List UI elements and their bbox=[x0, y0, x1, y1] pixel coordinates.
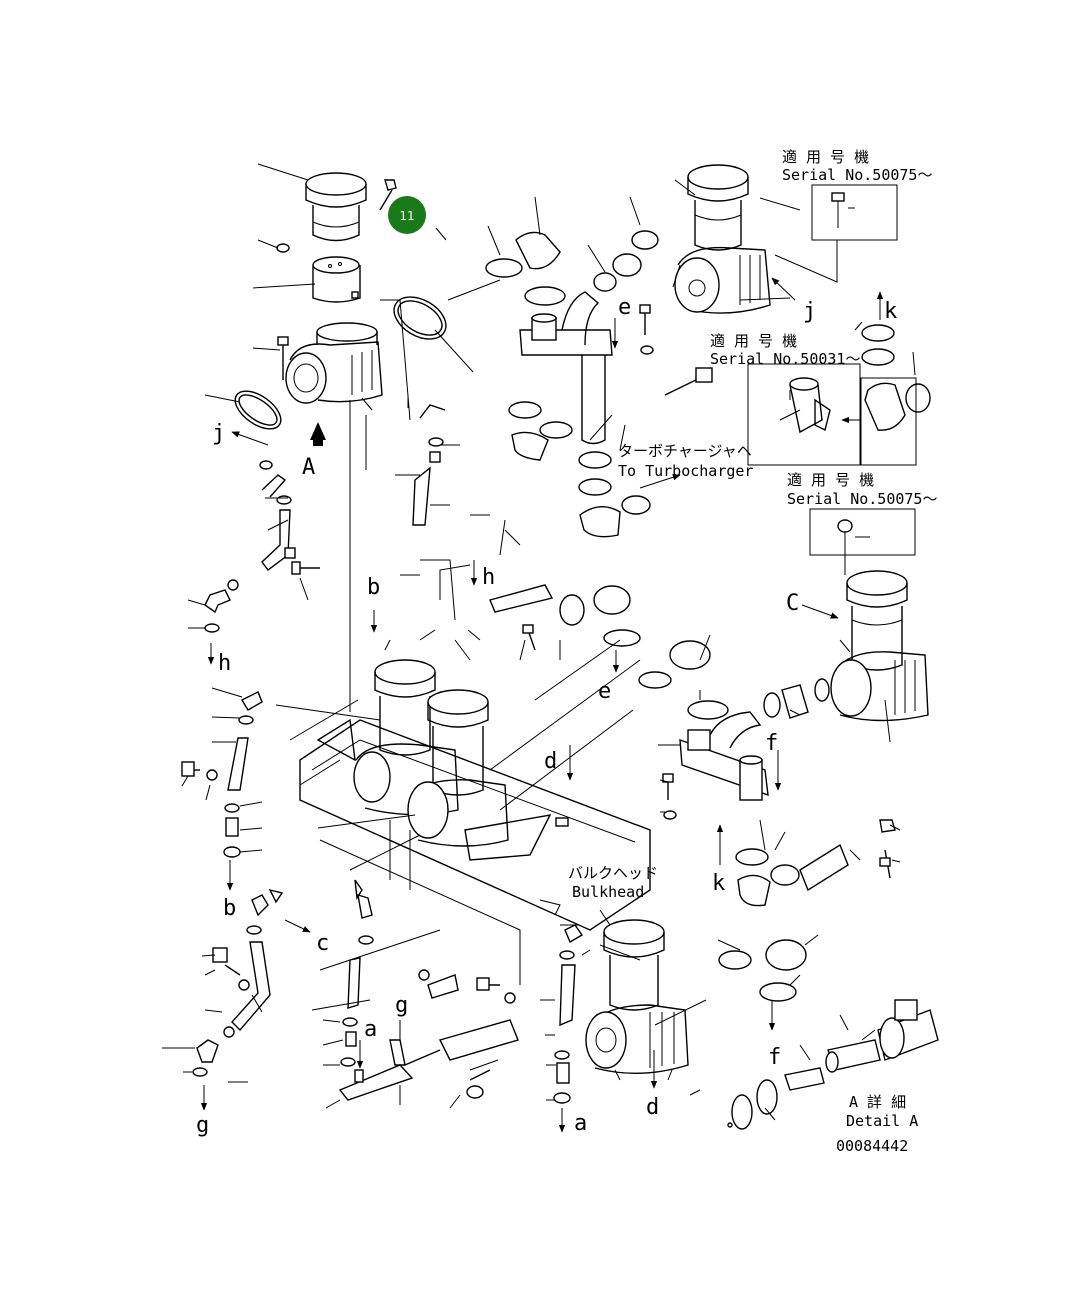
label-a-low: a bbox=[574, 1111, 587, 1136]
serial-note-1-jp: 適 用 号 機 bbox=[782, 148, 869, 166]
label-g-mid: g bbox=[395, 993, 408, 1018]
label-g-low: g bbox=[196, 1113, 209, 1138]
serial-note-3-jp: 適 用 号 機 bbox=[787, 471, 874, 489]
label-h-left: h bbox=[218, 651, 231, 676]
flow-arrows bbox=[200, 277, 884, 1133]
intake-parts-lower-right bbox=[489, 584, 896, 907]
label-a-mid: a bbox=[364, 1017, 377, 1042]
detail-note-en: Detail A bbox=[846, 1112, 918, 1130]
leader-lines bbox=[162, 163, 901, 1121]
label-j-right: j bbox=[803, 299, 816, 324]
serial-note-3-en: Serial No.50075～ bbox=[787, 490, 937, 508]
label-c: c bbox=[316, 931, 329, 956]
serial-box-2 bbox=[747, 363, 861, 466]
label-b-low: b bbox=[223, 896, 236, 921]
serial-box-3 bbox=[854, 321, 931, 466]
label-A: A bbox=[302, 455, 315, 480]
label-e-mid: e bbox=[598, 679, 611, 704]
air-cleaner-top-right bbox=[674, 164, 771, 314]
serial-box-1 bbox=[774, 184, 898, 283]
label-f-low: f bbox=[768, 1045, 781, 1070]
bulkhead-note-jp: バルクヘッド bbox=[568, 864, 658, 882]
label-C: C bbox=[786, 591, 799, 616]
label-d-low: d bbox=[646, 1095, 659, 1120]
serial-box-4 bbox=[809, 508, 916, 575]
callout-number: 11 bbox=[399, 209, 414, 223]
turbo-note-jp: ターボチャージャヘ bbox=[618, 442, 752, 460]
bottom-parts bbox=[338, 879, 939, 1130]
label-k-bottom: k bbox=[712, 871, 725, 896]
left-hose-parts bbox=[181, 404, 446, 1077]
air-cleaner-right bbox=[763, 570, 929, 722]
drawing-number: 00084442 bbox=[836, 1137, 908, 1155]
callout-marker[interactable]: 11 bbox=[388, 196, 426, 234]
detail-note-jp: A 詳 細 bbox=[849, 1093, 906, 1111]
air-cleaner-top-left bbox=[234, 172, 447, 446]
label-h-mid: h bbox=[482, 565, 495, 590]
label-f-mid: f bbox=[765, 731, 778, 756]
bulkhead-note-en: Bulkhead bbox=[572, 883, 644, 901]
serial-note-1-en: Serial No.50075～ bbox=[782, 166, 932, 184]
serial-note-2-en: Serial No.50031～ bbox=[710, 350, 860, 368]
label-e-top: e bbox=[618, 295, 631, 320]
label-k-top: k bbox=[884, 299, 897, 324]
turbo-note-en: To Turbocharger bbox=[618, 462, 753, 480]
intake-parts-center bbox=[485, 230, 713, 538]
label-d-mid: d bbox=[544, 749, 557, 774]
label-j-left: j bbox=[212, 421, 225, 446]
label-b-mid: b bbox=[367, 575, 380, 600]
labels: 適 用 号 機 Serial No.50075～ 適 用 号 機 Serial … bbox=[196, 148, 937, 1155]
serial-note-2-jp: 適 用 号 機 bbox=[710, 332, 797, 350]
dual-air-cleaners bbox=[299, 659, 651, 985]
